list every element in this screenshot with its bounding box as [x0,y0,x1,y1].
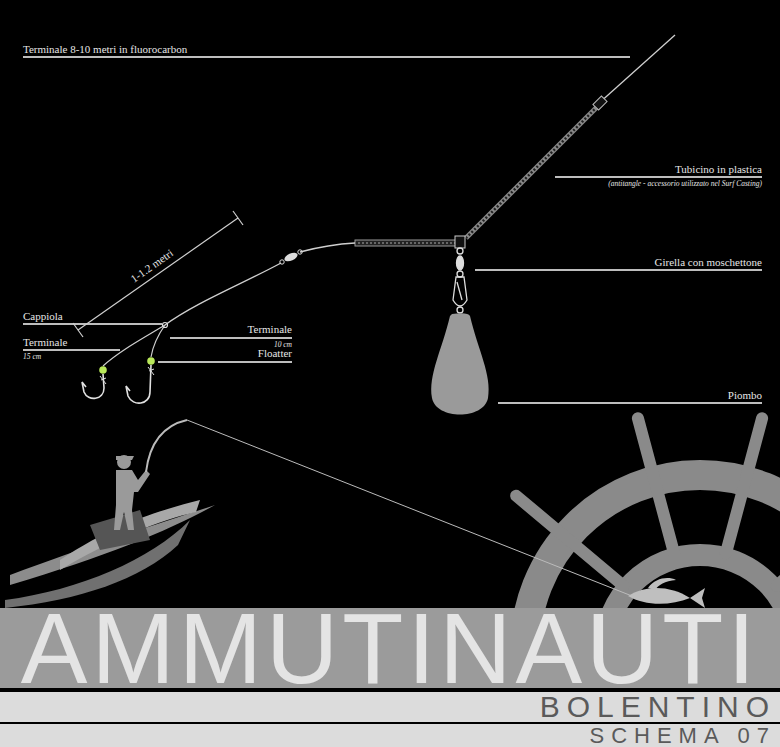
callout-label: Floatter [258,347,292,360]
dimension-line [73,211,243,337]
wheel-spoke [638,418,674,553]
boat [5,500,215,608]
wheel-spoke [777,496,780,586]
callout-label: (antitangle - accessorio utilizzato nel … [608,179,762,188]
loop [163,323,168,328]
fish [628,578,705,608]
subtitle-band: BOLENTINO [0,692,780,722]
title-band: AMMUTINAUTI [0,608,780,688]
callout-label: Terminale [23,336,67,349]
callout-label: Terminale [248,323,292,336]
snap-swivel [453,248,467,313]
band-text: SCHEMA 07 [0,724,780,747]
callout-label: Terminale 8-10 metri in fluorocarbon [23,43,187,56]
callout-label: Tubicino in plastica [675,163,762,176]
sinker [431,313,488,414]
floatter [99,366,107,374]
callout-label: Girella con moschettone [654,256,762,269]
wheel-spoke [726,418,762,553]
ship-wheel [460,418,780,608]
swivel [280,250,302,264]
callout-label: Piombo [728,389,762,402]
fishing-line [187,420,632,596]
callout-label: 15 cm [23,352,41,361]
callout-label: Cappiola [23,310,63,323]
band-text: AMMUTINAUTI [0,608,780,688]
fisherman [114,455,150,530]
leader-lines [23,57,762,403]
wheel-spoke [516,496,623,586]
hooks [82,365,154,403]
band-text: BOLENTINO [0,692,780,722]
floatter [147,357,155,365]
schema-band: SCHEMA 07 [0,724,780,747]
rod [146,420,187,472]
main-line [103,35,675,366]
